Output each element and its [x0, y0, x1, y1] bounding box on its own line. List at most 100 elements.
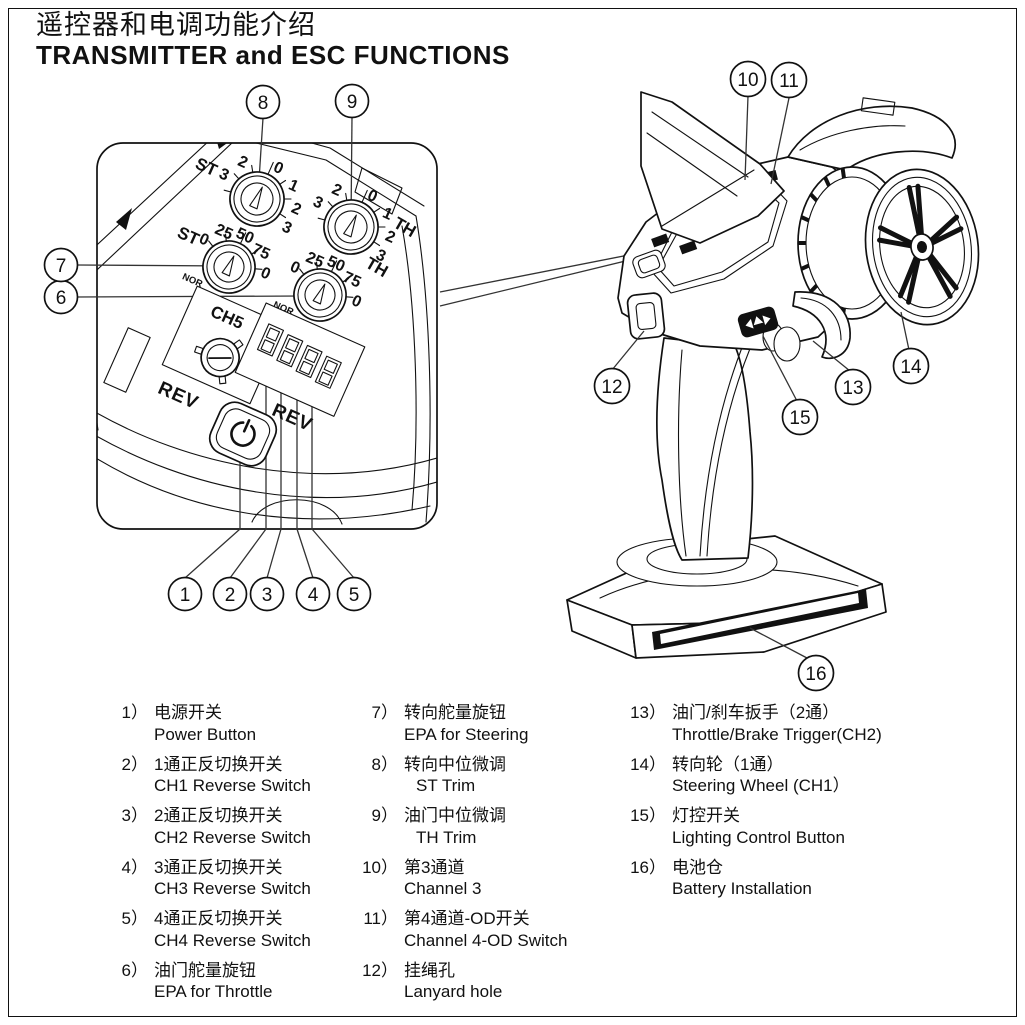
legend-num: 10）: [362, 857, 398, 877]
callout-3: 3: [249, 576, 285, 612]
legend-zh: 转向舵量旋钮: [404, 703, 506, 722]
st-trim-3: 3: [279, 219, 294, 238]
legend-num: 1）: [121, 703, 148, 722]
legend-zh: 挂绳孔: [404, 960, 455, 980]
legend-zh: 电源开关: [154, 703, 222, 722]
legend-num: 11）: [363, 909, 398, 928]
callout-16: 16: [797, 654, 835, 692]
legend-en: Power Button: [154, 724, 257, 744]
svg-text:14: 14: [900, 357, 922, 378]
legend-en: Throttle/Brake Trigger(CH2): [672, 724, 882, 744]
legend-column-1: 1）电源开关 Power Button 2）1通正反切换开关 CH1 Rever…: [110, 702, 360, 1011]
st-epa-dial: 0 25 50 75 0 NOR: [180, 221, 273, 294]
leader-3: [266, 380, 282, 579]
th-epa-50: 50: [324, 253, 347, 276]
magnified-panel: 0 1 2 3 2 3 ST 0 1 2: [76, 116, 438, 579]
legend-zh: 2通正反切换开关: [154, 806, 283, 825]
rear-hump: [787, 105, 956, 171]
callout-14: 14: [892, 347, 930, 385]
callout-7: 7: [43, 247, 79, 283]
th-trim-l3: 3: [310, 193, 325, 212]
svg-text:12: 12: [601, 377, 622, 398]
legend-item-16: 16）电池仓 Battery Installation: [628, 857, 988, 901]
legend-num: 12）: [362, 960, 398, 980]
th-epa-label: TH: [362, 253, 391, 281]
legend-en: Lanyard hole: [404, 982, 503, 1002]
legend-en: EPA for Throttle: [154, 982, 273, 1002]
legend-zh: 油门/刹车扳手（2通）: [672, 703, 840, 722]
st-epa-75: 75: [249, 241, 272, 264]
reverse-switches: [234, 302, 366, 417]
callouts: 1 2 3 4 5 6 7 8 9 10 11 12 13 14 15 16: [43, 60, 930, 692]
zoom-connector-bottom: [439, 254, 651, 307]
st-trim-2: 2: [289, 200, 304, 219]
zoom-connector-top: [439, 250, 650, 293]
legend-zh: 油门中位微调: [404, 806, 506, 825]
legend-column-3: 13） 油门/刹车扳手（2通） Throttle/Brake Trigger(CH…: [628, 702, 988, 908]
st-trim-l2: 2: [235, 153, 250, 172]
legend-num: 9）: [371, 806, 398, 825]
legend-zh: 第3通道: [404, 857, 465, 877]
callout-12: 12: [593, 367, 631, 405]
callout-1: 1: [167, 576, 203, 612]
th-epa-0r: 0: [349, 292, 364, 311]
legend-zh: 油门舵量旋钮: [154, 960, 256, 980]
title-en: TRANSMITTER and ESC FUNCTIONS: [36, 40, 510, 71]
svg-text:3: 3: [262, 585, 273, 606]
svg-text:10: 10: [737, 70, 758, 91]
legend-item-12: 12） 挂绳孔 Lanyard hole: [360, 960, 622, 1004]
svg-text:16: 16: [805, 664, 826, 685]
legend-en: Lighting Control Button: [672, 827, 845, 847]
grip: [656, 337, 754, 561]
deck-switch-1: [651, 233, 670, 248]
legend-zh: 转向轮（1通）: [672, 754, 784, 774]
panel-art: [97, 143, 437, 525]
legend-num: 15）: [630, 806, 666, 825]
legend-item-5: 5）4通正反切换开关 CH4 Reverse Switch: [110, 908, 360, 952]
st-trim-0: 0: [271, 159, 286, 178]
leader-4: [296, 385, 314, 579]
legend-zh: 灯控开关: [672, 806, 740, 825]
panel-frame: [96, 142, 438, 530]
svg-text:11: 11: [779, 71, 799, 92]
page-title: 遥控器和电调功能介绍 TRANSMITTER and ESC FUNCTIONS: [36, 10, 510, 71]
legend-item-15: 15） 灯控开关 Lighting Control Button: [628, 805, 988, 849]
st-epa-0r: 0: [258, 264, 273, 283]
svg-text:15: 15: [789, 408, 810, 429]
st-trim-dial: 0 1 2 3 2 3: [216, 153, 304, 238]
leader-12: [611, 330, 645, 371]
power-button-small: [632, 249, 666, 279]
leader-16: [749, 627, 808, 659]
legend-item-10: 10）第3通道 Channel 3: [360, 857, 622, 901]
svg-text:6: 6: [56, 288, 67, 309]
callout-4: 4: [295, 576, 331, 612]
legend-item-4: 4）3通正反切换开关 CH3 Reverse Switch: [110, 857, 360, 901]
leader-13: [812, 340, 851, 372]
legend-item-9: 9）油门中位微调 TH Trim: [360, 805, 622, 849]
leader-14: [900, 311, 910, 351]
legend-en: Battery Installation: [672, 879, 812, 899]
th-epa-0l: 0: [287, 258, 302, 277]
legend-item-8: 8）转向中位微调 ST Trim: [360, 754, 622, 798]
rev-label-left: REV: [155, 378, 202, 414]
legend-item-1: 1） 电源开关 Power Button: [110, 702, 360, 746]
legend-num: 13）: [630, 703, 666, 722]
leader-1: [184, 456, 241, 579]
legend-item-13: 13） 油门/刹车扳手（2通） Throttle/Brake Trigger(CH…: [628, 702, 988, 746]
callout-2: 2: [212, 576, 248, 612]
legend-num: 5）: [121, 909, 148, 928]
callout-5: 5: [336, 576, 372, 612]
legend-en: CH3 Reverse Switch: [154, 879, 311, 899]
st-epa-50: 50: [233, 225, 256, 248]
dip-switch-2: [276, 334, 304, 368]
leader-5: [311, 390, 355, 579]
legend-num: 14）: [630, 754, 666, 774]
callout-9: 9: [334, 83, 370, 119]
svg-text:8: 8: [258, 93, 269, 114]
svg-text:2: 2: [225, 585, 236, 606]
th-epa-25: 25: [303, 249, 326, 272]
legend-zh: 第4通道-OD开关: [404, 909, 530, 928]
svg-text:9: 9: [347, 92, 358, 113]
legend-num: 8）: [371, 754, 398, 774]
